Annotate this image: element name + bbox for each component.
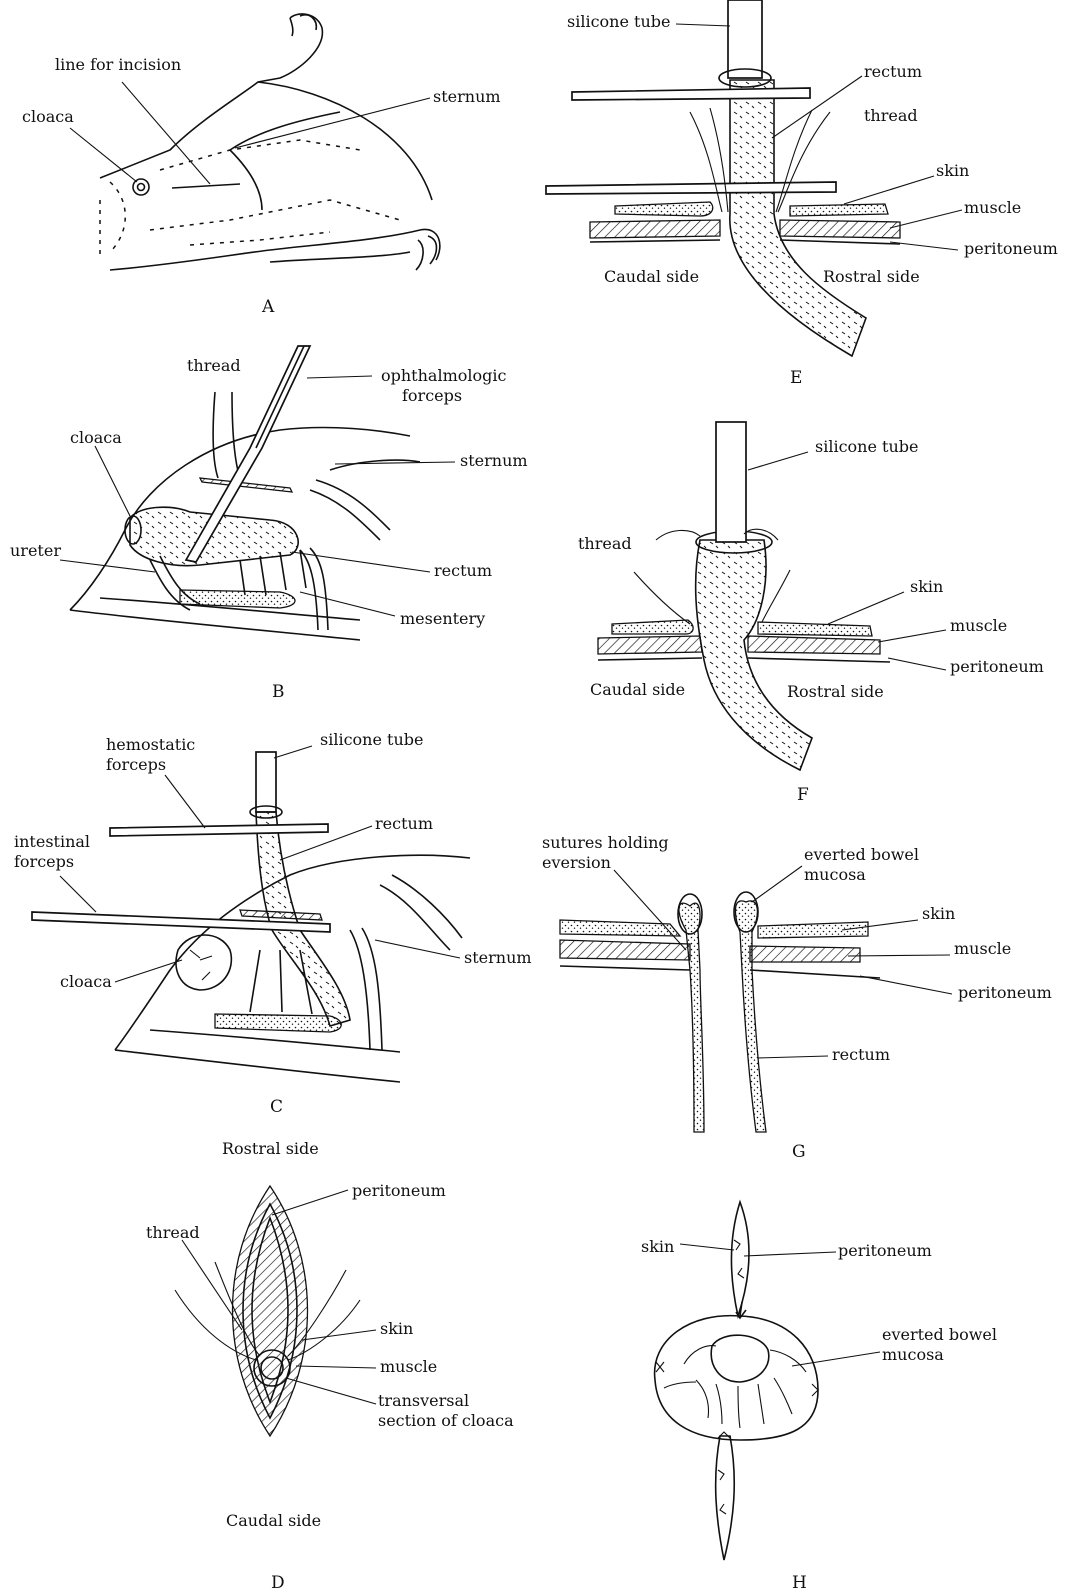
label-skin: skin [936, 161, 969, 180]
label-skin: skin [380, 1319, 413, 1338]
label-cloaca: cloaca [70, 428, 122, 447]
panel-h: skin peritoneum everted bowel mucosa H [641, 1202, 997, 1592]
panel-label-h: H [792, 1573, 807, 1592]
label-thread: thread [578, 534, 632, 553]
label-peritoneum: peritoneum [838, 1241, 932, 1260]
panel-b-drawing [70, 346, 420, 640]
panel-label-b: B [272, 682, 285, 702]
label-peritoneum: peritoneum [950, 657, 1044, 676]
panel-label-g: G [792, 1142, 806, 1162]
label-caudal-side: Caudal side [604, 267, 699, 286]
intestinal-forceps [546, 182, 836, 194]
label-rectum: rectum [434, 561, 492, 580]
label-thread: thread [187, 356, 241, 375]
panel-a-drawing [100, 14, 440, 270]
label-mesentery: mesentery [400, 609, 485, 628]
label-rectum: rectum [375, 814, 433, 833]
label-intestinal-forceps: forceps [14, 852, 74, 871]
label-thread: thread [864, 106, 918, 125]
label-mucosa: mucosa [882, 1345, 944, 1364]
label-hemostatic: hemostatic [106, 735, 195, 754]
panel-g: sutures holding eversion everted bowel m… [542, 833, 1052, 1162]
label-skin: skin [910, 577, 943, 596]
label-mucosa: mucosa [804, 865, 866, 884]
label-rectum: rectum [864, 62, 922, 81]
panel-e-drawing [546, 0, 900, 356]
label-sutures-holding: sutures holding [542, 833, 669, 852]
panel-c-drawing [32, 752, 470, 1082]
panel-c: hemostatic forceps silicone tube rectum … [14, 730, 532, 1117]
label-everted-bowel: everted bowel [804, 845, 919, 864]
silicone-tube [716, 422, 746, 542]
label-silicone-tube: silicone tube [815, 437, 918, 456]
panel-a: line for incision cloaca sternum A [22, 14, 501, 317]
panel-d: Rostral side peritoneum thread skin musc… [146, 1139, 514, 1592]
label-caudal-side: Caudal side [590, 680, 685, 699]
label-silicone-tube: silicone tube [320, 730, 423, 749]
label-rostral-side: Rostral side [222, 1139, 319, 1158]
label-muscle: muscle [380, 1357, 437, 1376]
panel-d-drawing [175, 1186, 360, 1436]
panel-f: silicone tube thread skin muscle periton… [578, 422, 1044, 805]
lower-incision [716, 1436, 735, 1560]
upper-incision [732, 1202, 749, 1316]
silicone-tube [728, 0, 762, 78]
hemostatic-forceps [110, 824, 328, 836]
panel-h-drawing [655, 1202, 818, 1560]
label-skin: skin [922, 904, 955, 923]
panel-g-drawing [560, 892, 880, 1132]
label-sternum: sternum [460, 451, 528, 470]
hemostatic-forceps [572, 88, 810, 100]
label-sternum: sternum [433, 87, 501, 106]
label-line-for-incision: line for incision [55, 55, 181, 74]
panel-label-e: E [790, 368, 802, 388]
incision-line [172, 184, 240, 188]
label-muscle: muscle [954, 939, 1011, 958]
panel-b: thread ophthalmologic forceps cloaca ste… [10, 346, 528, 702]
label-intestinal: intestinal [14, 832, 90, 851]
panel-e: silicone tube rectum thread skin muscle … [546, 0, 1058, 388]
silicone-tube [256, 752, 276, 812]
label-hemostatic-forceps: forceps [106, 755, 166, 774]
label-rostral-side: Rostral side [823, 267, 920, 286]
label-peritoneum: peritoneum [964, 239, 1058, 258]
label-thread: thread [146, 1223, 200, 1242]
rectum-body [730, 80, 866, 356]
panel-label-d: D [271, 1573, 285, 1592]
label-muscle: muscle [950, 616, 1007, 635]
label-skin: skin [641, 1237, 674, 1256]
label-everted-bowel: everted bowel [882, 1325, 997, 1344]
label-sternum: sternum [464, 948, 532, 967]
label-cloaca: cloaca [22, 107, 74, 126]
panel-f-drawing [598, 422, 890, 770]
label-rostral-side: Rostral side [787, 682, 884, 701]
label-caudal-side: Caudal side [226, 1511, 321, 1530]
stoma-outer [655, 1316, 818, 1440]
label-peritoneum: peritoneum [958, 983, 1052, 1002]
label-eversion: eversion [542, 853, 611, 872]
panel-e-leaders [676, 24, 962, 250]
label-ureter: ureter [10, 541, 61, 560]
label-cloaca: cloaca [60, 972, 112, 991]
label-transversal: transversal [378, 1391, 469, 1410]
label-section-of-cloaca: section of cloaca [378, 1411, 514, 1430]
label-peritoneum: peritoneum [352, 1181, 446, 1200]
panel-label-f: F [797, 785, 809, 805]
label-ophthalmologic: ophthalmologic [381, 366, 506, 385]
label-muscle: muscle [964, 198, 1021, 217]
panel-label-a: A [261, 297, 275, 317]
panel-h-leaders [680, 1244, 880, 1366]
panel-b-leaders [60, 376, 455, 616]
rectum-left-wall [679, 903, 704, 1132]
label-silicone-tube: silicone tube [567, 12, 670, 31]
stoma-lumen [711, 1335, 769, 1382]
label-rectum: rectum [832, 1045, 890, 1064]
label-forceps: forceps [402, 386, 462, 405]
rectum-everted [696, 540, 812, 770]
panel-label-c: C [270, 1097, 283, 1117]
